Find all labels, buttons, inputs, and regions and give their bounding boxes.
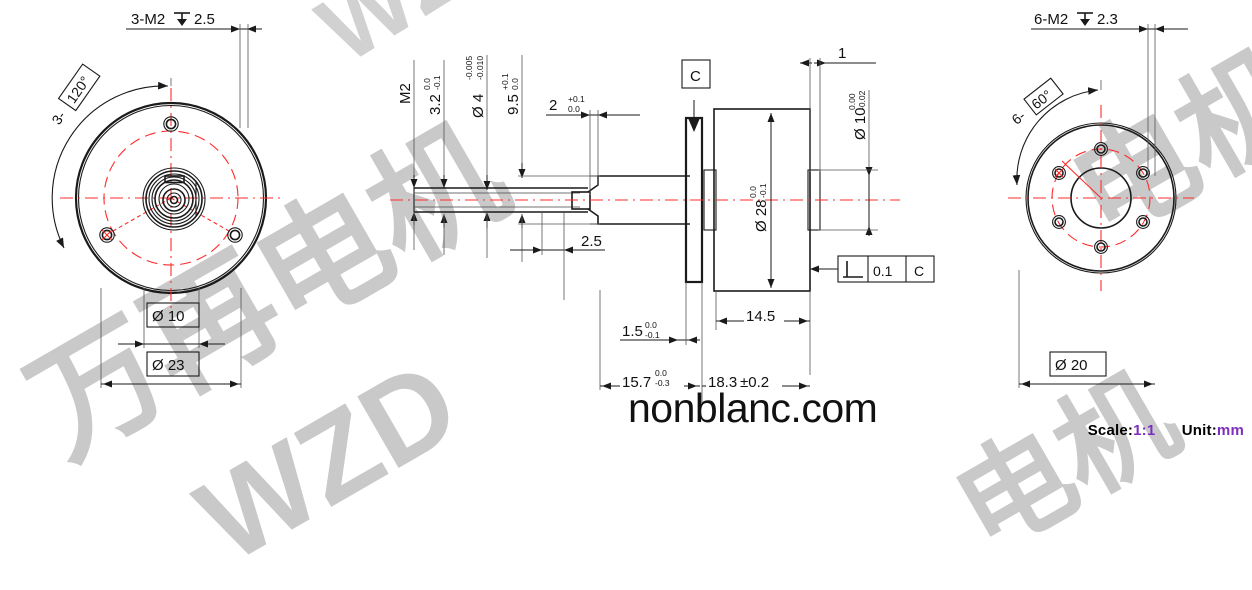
thread-callout-front: 3-M2 2.5 xyxy=(126,11,262,128)
label-1p5-lower: -0.1 xyxy=(645,330,660,340)
thread-note-front: 3-M2 xyxy=(131,11,165,28)
depth-value-rear: 2.3 xyxy=(1097,11,1118,28)
angle-prefix-front: 3- xyxy=(48,108,68,128)
label-9p5-upper: +0.1 xyxy=(500,73,510,90)
label-18p3-tol: ±0.2 xyxy=(740,374,769,391)
shaft-boss-detail xyxy=(142,167,206,231)
label-dia4-lower: -0.010 xyxy=(475,56,485,80)
dimension-2: 2 +0.1 0.0 xyxy=(546,94,640,195)
angle-prefix-rear: 6- xyxy=(1008,107,1028,127)
label-15p7-lower: -0.3 xyxy=(655,378,670,388)
unit-group: Unit:mm xyxy=(1182,422,1244,439)
tapped-hole xyxy=(227,227,243,243)
scale-group: Scale:1:1 xyxy=(1088,422,1156,439)
front-bore-label: Ø 10 xyxy=(152,308,185,325)
label-2p5: 2.5 xyxy=(581,233,602,250)
front-view: 3- 120° 3-M2 2.5 xyxy=(48,11,282,388)
label-9p5-lower: 0.0 xyxy=(510,78,520,90)
dimension-dia10: Ø 10 0.00 -0.02 xyxy=(818,90,878,236)
label-18p3: 18.3 xyxy=(708,374,737,391)
brand-watermark: nonblanc.com xyxy=(628,385,878,431)
dimension-1p5: 1.5 0.0 -0.1 xyxy=(620,282,703,405)
drawing-sheet: WZD MOTOR 万再电机 电机 电机 WZD .ol{fill:none;s… xyxy=(6,0,1252,588)
label-dia28-lower: -0.1 xyxy=(758,183,768,198)
rear-bolt-circle-label: Ø 20 xyxy=(1055,357,1088,374)
angle-value-rear: 60° xyxy=(1028,87,1055,113)
front-bolt-circle-label: Ø 23 xyxy=(152,357,185,374)
depth-symbol-rear xyxy=(1077,12,1093,26)
rear-view: 6- 60° 6-M2 2.3 xyxy=(1008,11,1194,388)
dimension-2p5: 2.5 xyxy=(510,212,605,300)
label-3p2-lower: -0.1 xyxy=(432,75,442,90)
tapped-hole xyxy=(1136,215,1150,229)
tapped-hole xyxy=(1052,166,1066,180)
tapped-hole xyxy=(99,227,115,243)
label-3p2-upper: 0.0 xyxy=(422,78,432,90)
dimension-front-bolt-circle: Ø 23 xyxy=(100,288,242,388)
gdt-frame: 0.1 C xyxy=(810,255,935,283)
label-dia4: Ø 4 xyxy=(470,94,487,118)
scale-key: Scale: xyxy=(1087,422,1134,439)
label-9p5: 9.5 xyxy=(505,94,522,115)
angle-callout-rear: 6- 60° xyxy=(1008,77,1064,128)
dimension-1: 1 xyxy=(800,45,876,172)
label-dia10: Ø 10 xyxy=(852,107,869,140)
perpendicularity-icon xyxy=(843,261,863,278)
tapped-hole xyxy=(1052,215,1066,229)
label-3p2: 3.2 xyxy=(427,94,444,115)
label-dia10-upper: 0.00 xyxy=(847,93,857,110)
dimension-14p5: 14.5 xyxy=(715,291,811,375)
label-1p5: 1.5 xyxy=(622,323,643,340)
label-dia10-lower: -0.02 xyxy=(857,90,867,110)
section-view: C M2 3.2 0.0 xyxy=(390,45,935,405)
label-15p7: 15.7 xyxy=(622,374,651,391)
gdt-datum: C xyxy=(914,263,924,279)
label-dia4-upper: -0.005 xyxy=(464,56,474,80)
unit-key: Unit: xyxy=(1181,422,1217,439)
unit-value: mm xyxy=(1216,422,1244,439)
label-2-lower: 0.0 xyxy=(568,104,580,114)
label-2-upper: +0.1 xyxy=(568,94,585,104)
thread-callout-rear: 6-M2 2.3 xyxy=(1031,11,1188,176)
tapped-hole xyxy=(1136,166,1150,180)
angle-value-front: 120° xyxy=(63,73,93,106)
label-dia28: Ø 28 xyxy=(753,199,770,232)
angle-callout-front: 3- 120° xyxy=(48,63,101,128)
scale-value: 1:1 xyxy=(1133,422,1156,439)
depth-symbol-front xyxy=(174,12,190,26)
sheet-footer: Scale:1:1 Unit:mm xyxy=(1088,422,1244,439)
datum-c-flag: C xyxy=(690,68,701,85)
tapped-hole xyxy=(1094,240,1108,254)
label-15p7-upper: 0.0 xyxy=(655,368,667,378)
label-1: 1 xyxy=(838,45,846,62)
gdt-tolerance: 0.1 xyxy=(873,263,893,279)
dimension-front-bore: Ø 10 xyxy=(118,288,225,348)
thread-note-rear: 6-M2 xyxy=(1034,11,1068,28)
section-left-dimensions: M2 3.2 0.0 -0.1 Ø 4 -0.005 -0.010 xyxy=(397,55,600,262)
engineering-drawing: .ol{fill:none;stroke:#1a1a1a;stroke-widt… xyxy=(48,11,1194,405)
label-dia28-upper: 0.0 xyxy=(748,186,758,198)
dimension-dia28: Ø 28 0.0 -0.1 xyxy=(748,113,775,288)
depth-value-front: 2.5 xyxy=(194,11,215,28)
label-14p5: 14.5 xyxy=(746,308,775,325)
label-m2: M2 xyxy=(397,83,414,104)
label-1p5-upper: 0.0 xyxy=(645,320,657,330)
dimension-15p7: 15.7 0.0 -0.3 xyxy=(599,290,700,391)
label-2: 2 xyxy=(549,97,557,114)
dimension-rear-bolt-circle: Ø 20 xyxy=(1018,270,1155,388)
dimension-18p3: 18.3 ±0.2 xyxy=(702,374,810,391)
